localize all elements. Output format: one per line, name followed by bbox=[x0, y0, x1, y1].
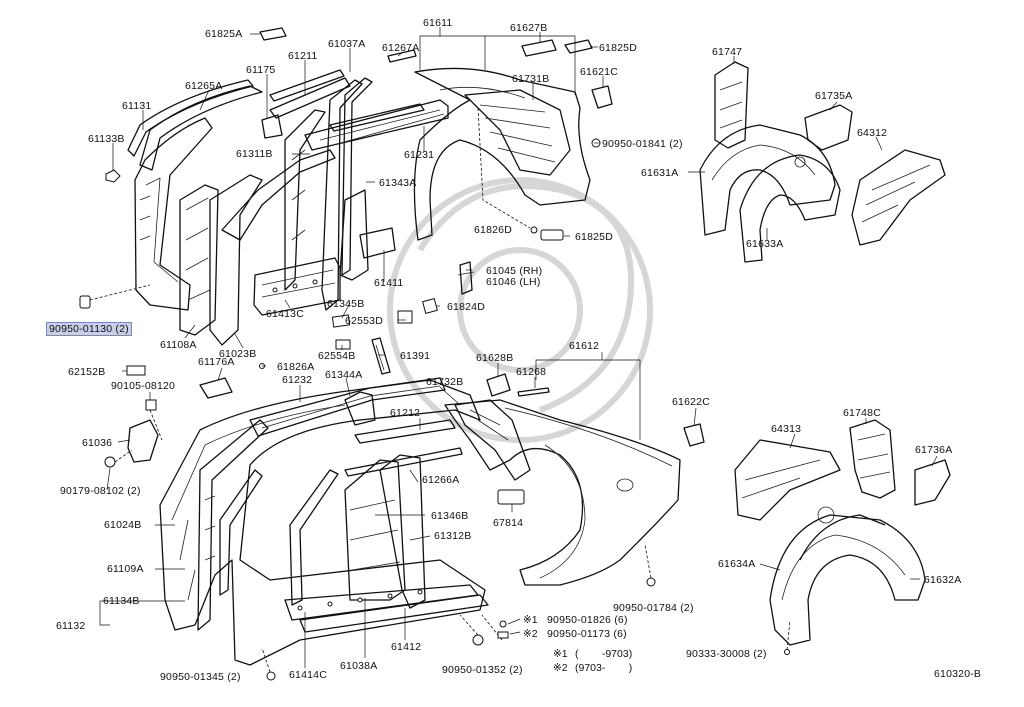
label-61046: 61046 (LH) bbox=[486, 276, 541, 288]
label-90950-01784: 90950-01784 (2) bbox=[613, 602, 694, 614]
note-mark-2: ※2 bbox=[523, 628, 538, 640]
label-61413C: 61413C bbox=[266, 308, 304, 320]
label-61345B: 61345B bbox=[327, 298, 365, 310]
diagram-reference-code: 610320-B bbox=[934, 668, 982, 680]
label-61748C: 61748C bbox=[843, 407, 881, 419]
label-90950-01352: 90950-01352 (2) bbox=[442, 664, 523, 676]
legend-text-2: (9703- ) bbox=[575, 662, 633, 674]
label-61038A: 61038A bbox=[340, 660, 378, 672]
label-61176A: 61176A bbox=[198, 356, 235, 368]
label-61343A: 61343A bbox=[379, 177, 417, 189]
label-61826A: 61826A bbox=[277, 361, 315, 373]
label-61632A: 61632A bbox=[924, 574, 962, 586]
label-90950-01173: 90950-01173 (6) bbox=[547, 628, 627, 640]
label-61133B: 61133B bbox=[88, 133, 125, 145]
leader-lines bbox=[99, 27, 938, 668]
label-61412: 61412 bbox=[391, 641, 422, 653]
label-61268: 61268 bbox=[516, 366, 547, 378]
label-61411: 61411 bbox=[374, 277, 404, 289]
lower-center-assembly bbox=[444, 373, 705, 641]
label-90950-01130-highlighted[interactable]: 90950-01130 (2) bbox=[46, 322, 132, 336]
label-64313: 64313 bbox=[771, 423, 802, 435]
label-61023B: 61023B bbox=[219, 348, 257, 360]
label-61175: 61175 bbox=[246, 64, 276, 76]
watermark-emblem bbox=[387, 177, 653, 443]
label-61231: 61231 bbox=[404, 149, 435, 161]
label-61267A: 61267A bbox=[382, 42, 420, 54]
label-61311B: 61311B bbox=[236, 148, 273, 160]
label-61414C: 61414C bbox=[289, 669, 327, 681]
label-61735A: 61735A bbox=[815, 90, 853, 102]
label-61825D-mid: 61825D bbox=[575, 231, 613, 243]
label-61825D-top: 61825D bbox=[599, 42, 637, 54]
label-90950-01345: 90950-01345 (2) bbox=[160, 671, 241, 683]
label-61134B: 61134B bbox=[103, 595, 140, 607]
label-61045: 61045 (RH) bbox=[486, 265, 543, 277]
upper-right-assembly bbox=[699, 61, 946, 263]
upper-center-assembly bbox=[413, 39, 613, 295]
label-62152B: 62152B bbox=[68, 366, 106, 378]
label-61131: 61131 bbox=[122, 100, 152, 112]
label-61631A: 61631A bbox=[641, 167, 679, 179]
label-61628B: 61628B bbox=[476, 352, 514, 364]
label-61036: 61036 bbox=[82, 437, 113, 449]
label-61024B: 61024B bbox=[104, 519, 142, 531]
label-61108A: 61108A bbox=[160, 339, 197, 351]
label-61633A: 61633A bbox=[746, 238, 784, 250]
label-61731B: 61731B bbox=[512, 73, 550, 85]
label-61622C: 61622C bbox=[672, 396, 710, 408]
label-61825A: 61825A bbox=[205, 28, 243, 40]
note-mark-1: ※1 bbox=[523, 614, 538, 626]
lower-right-assembly bbox=[734, 419, 951, 655]
label-61232: 61232 bbox=[282, 374, 313, 386]
label-61037A: 61037A bbox=[328, 38, 366, 50]
label-61611: 61611 bbox=[423, 17, 453, 29]
label-90950-01826: 90950-01826 (6) bbox=[547, 614, 628, 626]
label-61621C: 61621C bbox=[580, 66, 618, 78]
label-90333-30008: 90333-30008 (2) bbox=[686, 648, 767, 660]
label-61132: 61132 bbox=[56, 620, 86, 632]
label-61826D: 61826D bbox=[474, 224, 512, 236]
label-61391: 61391 bbox=[400, 350, 431, 362]
label-61312B: 61312B bbox=[434, 530, 472, 542]
label-61824D: 61824D bbox=[447, 301, 485, 313]
label-90105-08120: 90105-08120 bbox=[111, 380, 176, 392]
legend-mark-2: ※2 bbox=[553, 662, 568, 674]
label-61634A: 61634A bbox=[718, 558, 756, 570]
legend-text-1: ( -9703) bbox=[575, 648, 633, 660]
label-61212: 61212 bbox=[390, 407, 421, 419]
legend-mark-1: ※1 bbox=[553, 648, 568, 660]
label-61747: 61747 bbox=[712, 46, 743, 58]
label-61211: 61211 bbox=[288, 50, 318, 62]
label-67814: 67814 bbox=[493, 517, 524, 529]
label-61627B: 61627B bbox=[510, 22, 548, 34]
label-90950-01841: 90950-01841 (2) bbox=[602, 138, 683, 150]
label-90179-08102: 90179-08102 (2) bbox=[60, 485, 141, 497]
label-61736A: 61736A bbox=[915, 444, 953, 456]
label-64312: 64312 bbox=[857, 127, 888, 139]
lower-left-assembly bbox=[89, 284, 489, 681]
label-61346B: 61346B bbox=[431, 510, 469, 522]
label-61109A: 61109A bbox=[107, 563, 144, 575]
label-61265A: 61265A bbox=[185, 80, 223, 92]
label-61266A: 61266A bbox=[422, 474, 460, 486]
upper-left-assembly bbox=[79, 27, 449, 350]
label-61612: 61612 bbox=[569, 340, 600, 352]
label-62554B: 62554B bbox=[318, 350, 356, 362]
label-62553D: 62553D bbox=[345, 315, 383, 327]
label-61344A: 61344A bbox=[325, 369, 363, 381]
label-61732B: 61732B bbox=[426, 376, 464, 388]
